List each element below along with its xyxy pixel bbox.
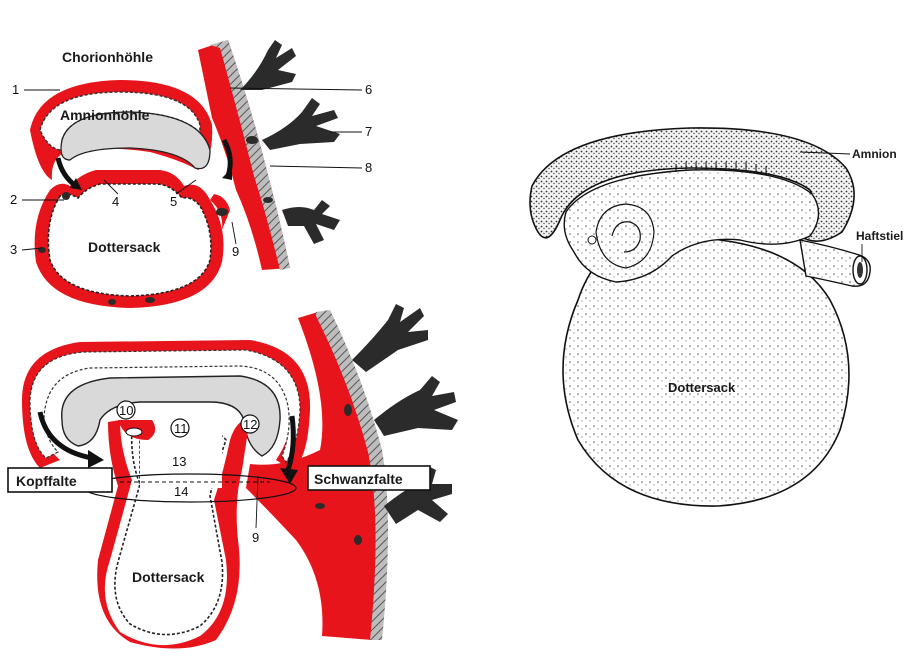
figure-c: Amnion Haftstiel Dottersack	[529, 127, 903, 507]
callout-11: 11	[174, 421, 188, 436]
chorionic-villi-b	[352, 304, 458, 524]
callout-8: 8	[365, 160, 372, 175]
head-fold-box	[7, 467, 113, 493]
label-amnion: Amnion	[852, 147, 897, 161]
callout-7: 7	[365, 124, 372, 139]
amnion-outer-b	[22, 340, 311, 470]
callout-6: 6	[365, 82, 372, 97]
label-yolk-sac-b: Dottersack	[132, 569, 205, 585]
label-yolk-sac-c: Dottersack	[668, 380, 736, 395]
figure-b: 10 11 12 13 14 9 Kopffalte Schwanzfalte …	[7, 304, 458, 649]
callout-14: 14	[174, 484, 188, 499]
label-chorion-cavity: Chorionhöhle	[62, 49, 153, 65]
callout-2: 2	[10, 192, 17, 207]
callout-9b: 9	[252, 530, 259, 545]
callout-5: 5	[170, 194, 177, 209]
somite-ticks	[675, 162, 767, 174]
yolk-stalk-b	[97, 418, 250, 649]
label-head-fold: Kopffalte	[16, 473, 77, 489]
head-fold-arrow	[37, 411, 93, 461]
marker-11	[170, 418, 190, 438]
callout-4: 4	[112, 194, 119, 209]
chorionic-villi-a	[240, 40, 340, 244]
callout-1: 1	[12, 82, 19, 97]
marker-10	[116, 400, 136, 420]
label-yolk-sac-a: Dottersack	[88, 239, 161, 255]
tail-fold-arrow	[285, 415, 296, 471]
body-stalk-c	[799, 239, 871, 287]
callout-13: 13	[172, 454, 186, 469]
callout-9a: 9	[232, 244, 239, 259]
figure-a: Chorionhöhle Amnionhöhle Dottersack 1 2 …	[10, 40, 372, 308]
label-body-stalk: Haftstiel	[856, 229, 903, 243]
marker-12	[240, 414, 260, 434]
callout-3: 3	[10, 242, 17, 257]
tail-fold-box	[307, 465, 431, 491]
callout-12: 12	[243, 417, 257, 432]
yolk-sac-c	[562, 235, 850, 507]
chorion-layer-a	[210, 40, 290, 270]
yolk-sac-a	[47, 183, 212, 297]
fold-arrow-left-a	[55, 157, 78, 189]
label-tail-fold: Schwanzfalte	[314, 471, 403, 487]
label-amnion-cavity: Amnionhöhle	[60, 107, 150, 123]
callout-10: 10	[119, 403, 133, 418]
